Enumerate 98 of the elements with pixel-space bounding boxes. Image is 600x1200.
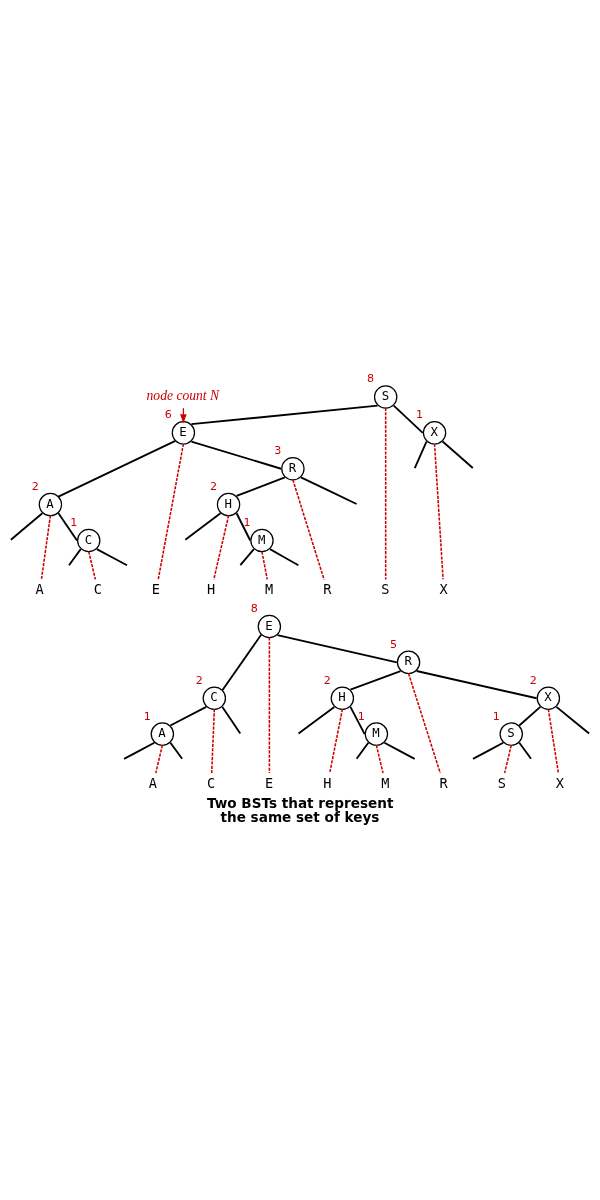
node-text: A	[148, 774, 157, 791]
node-label: 1	[70, 515, 78, 529]
connector	[40, 514, 52, 580]
node-text: X	[439, 580, 448, 597]
connector	[392, 404, 424, 434]
connector	[57, 511, 78, 541]
connector	[383, 741, 416, 760]
connector	[547, 708, 560, 774]
node-text: M	[265, 580, 274, 597]
connector	[355, 741, 370, 760]
node-label: 8	[250, 601, 258, 615]
node-label: 8	[367, 371, 375, 385]
node-text: M	[381, 774, 390, 791]
connector	[190, 404, 379, 425]
node-label: 6	[164, 407, 172, 421]
connector	[276, 633, 398, 663]
connector	[407, 672, 442, 774]
node-text: A	[35, 580, 44, 597]
node-circle: H	[216, 492, 241, 516]
node-label: 3	[274, 443, 282, 457]
node-text: X	[555, 774, 564, 791]
connector	[518, 741, 532, 760]
connector	[190, 440, 283, 470]
connector	[155, 743, 164, 774]
connector	[169, 705, 208, 726]
connector	[555, 705, 591, 734]
connector	[433, 442, 444, 580]
connector	[235, 511, 252, 541]
node-circle: X	[536, 686, 561, 710]
node-circle: E	[171, 420, 196, 445]
node-text: S	[381, 580, 390, 597]
node-circle: A	[38, 492, 63, 516]
connector	[413, 440, 428, 469]
connector	[269, 547, 300, 566]
node-label: 1	[415, 407, 424, 421]
node-label: 5	[390, 637, 398, 651]
connector	[169, 741, 184, 760]
connector	[384, 406, 387, 580]
connector	[261, 550, 268, 580]
node-label: 1	[357, 709, 365, 723]
node-label: 2	[31, 479, 39, 493]
node-circle: S	[499, 721, 523, 746]
connector	[349, 669, 402, 690]
node-text: E	[151, 580, 161, 597]
node-circle: H	[330, 686, 355, 710]
connector	[292, 478, 325, 580]
node-circle: S	[373, 384, 398, 409]
connector	[297, 705, 336, 734]
connector	[184, 511, 222, 541]
node-label: 2	[529, 673, 537, 687]
connector	[503, 743, 513, 774]
node-circle: C	[202, 686, 227, 710]
connector	[472, 741, 505, 760]
node-text: S	[497, 774, 506, 791]
connector	[9, 511, 44, 541]
connector	[518, 705, 542, 726]
node-text: C	[93, 580, 102, 597]
node-circle: E	[257, 614, 282, 638]
node-circle: C	[77, 528, 101, 552]
connector	[328, 708, 344, 774]
connector	[415, 669, 538, 699]
connector	[441, 440, 474, 469]
connector	[349, 705, 366, 735]
node-label: 1	[492, 709, 500, 723]
connector	[300, 475, 358, 505]
node-circle: M	[364, 721, 389, 746]
connector	[157, 442, 185, 580]
node-text: H	[323, 774, 332, 791]
connector	[210, 708, 216, 774]
connector	[375, 743, 384, 774]
connector	[95, 547, 128, 566]
connector	[123, 741, 156, 760]
connector	[235, 475, 286, 497]
connector	[221, 633, 263, 691]
connector	[57, 439, 177, 497]
connector	[87, 550, 97, 580]
node-circle: X	[422, 420, 447, 445]
connector	[268, 636, 271, 774]
node-circle: M	[250, 528, 274, 552]
connector	[239, 547, 255, 566]
node-text: node count N	[146, 387, 220, 403]
node-circle: R	[396, 650, 421, 674]
node-text: H	[206, 580, 216, 597]
node-label: 2	[323, 673, 331, 687]
caption: Two BSTs that represent the same set of keys	[206, 794, 394, 825]
node-label: 1	[243, 515, 251, 529]
connector	[68, 547, 82, 566]
node-text: C	[206, 774, 216, 791]
node-label: 2	[195, 673, 203, 687]
connector	[213, 514, 230, 580]
node-text: R	[323, 580, 332, 597]
node-circle: A	[150, 721, 175, 746]
node-text: E	[265, 774, 274, 791]
connector	[221, 705, 242, 734]
node-circle: R	[281, 456, 305, 480]
node-label: 2	[209, 479, 218, 493]
node-label: 1	[143, 709, 151, 723]
node-text: R	[439, 774, 448, 791]
